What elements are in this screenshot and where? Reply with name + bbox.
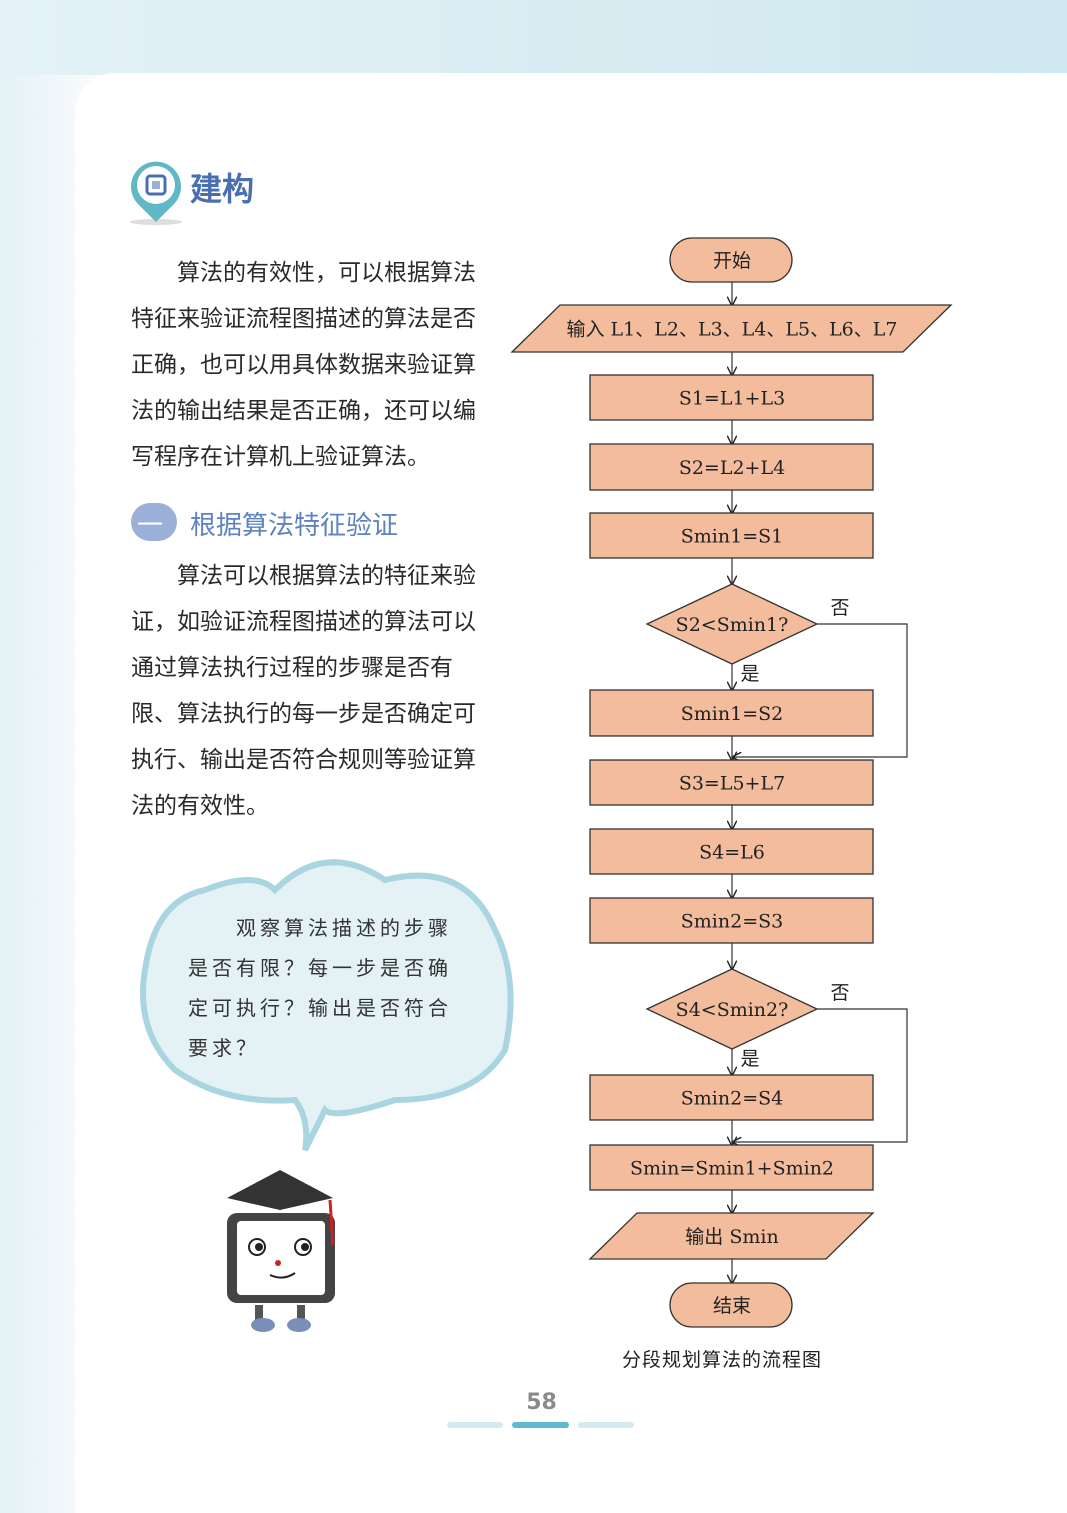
no-label: 否 <box>830 597 849 619</box>
bubble-line: 观察算法描述的步骤 <box>236 916 452 940</box>
process-node <box>589 1074 874 1121</box>
text-line: 通过算法执行过程的步骤是否有 <box>131 655 453 681</box>
speech-bubble <box>140 859 514 1152</box>
terminator-node <box>669 237 793 283</box>
terminator-node <box>669 1282 793 1328</box>
yes-label: 是 <box>740 1048 759 1070</box>
bubble-line: 是否有限？每一步是否确 <box>188 956 452 980</box>
page-bar <box>578 1422 634 1428</box>
text-line: 法的有效性。 <box>131 793 269 819</box>
text-line: 特征来验证流程图描述的算法是否 <box>131 306 476 332</box>
bubble-line: 要求？ <box>188 1036 260 1060</box>
page-bar <box>447 1422 503 1428</box>
node-text: S2<Smin1? <box>676 614 789 636</box>
subsection-title: 根据算法特征验证 <box>190 511 399 541</box>
node-text: S2=L2+L4 <box>679 457 785 479</box>
loop-arrow <box>733 623 908 757</box>
subsection-number-badge: 一 <box>131 503 177 541</box>
node-text: 输入 L1、L2、L3、L4、L5、L6、L7 <box>567 319 898 341</box>
process-node <box>589 512 874 559</box>
subsection-number: 一 <box>137 511 164 541</box>
page-number: 58 <box>526 1390 557 1415</box>
node-text: Smin1=S1 <box>681 526 783 548</box>
no-label: 否 <box>830 982 849 1004</box>
chip-pin-icon <box>130 161 182 225</box>
node-text: 结束 <box>713 1295 751 1317</box>
node-text: Smin2=S4 <box>681 1088 783 1110</box>
text-line: 限、算法执行的每一步是否确定可 <box>131 701 476 727</box>
node-text: Smin2=S3 <box>681 911 783 933</box>
text-line: 正确，也可以用具体数据来验证算 <box>131 352 476 378</box>
bubble-line: 定可执行？输出是否符合 <box>188 996 452 1020</box>
process-node <box>589 828 874 875</box>
node-text: Smin=Smin1+Smin2 <box>630 1158 834 1180</box>
text-line: 执行、输出是否符合规则等验证算 <box>131 747 476 773</box>
computer-mascot <box>227 1170 335 1332</box>
node-text: S1=L1+L3 <box>679 388 785 410</box>
io-node <box>510 304 953 353</box>
loop-arrow <box>733 1008 908 1142</box>
node-text: Smin1=S2 <box>681 703 783 725</box>
text-line: 算法可以根据算法的特征来验 <box>177 563 476 589</box>
top-band <box>0 0 1067 75</box>
text-line: 算法的有效性，可以根据算法 <box>177 260 476 286</box>
node-text: 开始 <box>713 250 751 272</box>
page-bar-active <box>512 1422 569 1428</box>
node-text: 输出 Smin <box>685 1226 778 1248</box>
subsection-paragraph: 算法可以根据算法的特征来验 证，如验证流程图描述的算法可以 通过算法执行过程的步… <box>131 553 511 829</box>
io-node <box>588 1212 875 1260</box>
yes-label: 是 <box>740 663 759 685</box>
process-node <box>589 689 874 737</box>
section-title: 建构 <box>190 170 255 208</box>
text-line: 证，如验证流程图描述的算法可以 <box>131 609 476 635</box>
intro-paragraph: 算法的有效性，可以根据算法 特征来验证流程图描述的算法是否 正确，也可以用具体数… <box>131 250 511 480</box>
node-text: S3=L5+L7 <box>679 773 785 795</box>
node-text: S4<Smin2? <box>676 999 789 1021</box>
node-text: S4=L6 <box>699 842 765 864</box>
process-node <box>589 374 874 421</box>
flowchart-caption: 分段规划算法的流程图 <box>622 1349 823 1371</box>
process-node <box>589 1144 874 1191</box>
text-line: 法的输出结果是否正确，还可以编 <box>131 398 476 424</box>
text-line: 写程序在计算机上验证算法。 <box>131 444 430 470</box>
